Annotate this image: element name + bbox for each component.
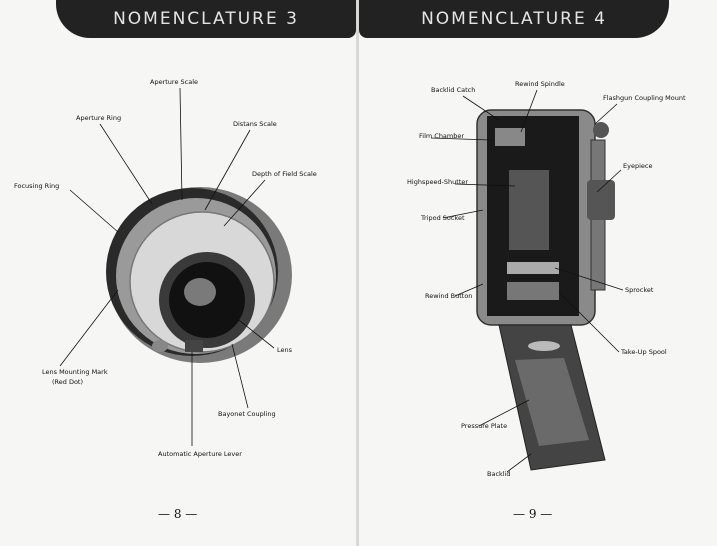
label-bayonet-coupling: Bayonet Coupling [218, 410, 276, 418]
label-red-dot: (Red Dot) [52, 378, 84, 386]
shutter-curtain [509, 170, 549, 250]
label-aperture-ring: Aperture Ring [76, 114, 122, 122]
lens-mount-lug [152, 340, 168, 352]
label-sprocket: Sprocket [625, 286, 654, 294]
label-lens: Lens [277, 346, 293, 354]
right-leader-lines [430, 89, 624, 473]
book-spine [356, 0, 359, 546]
backlid-badge [528, 341, 560, 351]
label-take-up-spool: Take-Up Spool [621, 348, 667, 356]
label-lens-mounting-mark: Lens Mounting Mark [42, 368, 108, 376]
label-flashgun-coupling-mount: Flashgun Coupling Mount [603, 94, 686, 102]
left-page-title-tab: NOMENCLATURE 3 [56, 0, 356, 38]
eyepiece-shape [587, 180, 615, 220]
right-page-title-tab: NOMENCLATURE 4 [359, 0, 669, 38]
label-distance-scale: Distans Scale [233, 120, 277, 128]
label-eyepiece: Eyepiece [623, 162, 653, 170]
take-up-spool-roller [507, 282, 559, 300]
label-automatic-aperture-lever: Automatic Aperture Lever [158, 450, 242, 458]
label-depth-of-field-scale: Depth of Field Scale [252, 170, 317, 178]
rewind-spindle-area [495, 128, 525, 146]
label-aperture-scale: Aperture Scale [150, 78, 198, 86]
right-page-title: NOMENCLATURE 4 [421, 9, 607, 29]
label-rewind-button: Rewind Button [425, 292, 473, 300]
left-page-title: NOMENCLATURE 3 [113, 9, 299, 29]
label-backlid: Backlid [487, 470, 511, 478]
right-page: NOMENCLATURE 4 Ba [359, 0, 717, 546]
lens-reflection [184, 278, 216, 306]
label-pressure-plate: Pressure Plate [461, 422, 508, 430]
camera-back-illustration [430, 89, 624, 473]
left-page-number: — 8 — [158, 507, 198, 521]
left-leader-lines [59, 87, 275, 446]
label-film-chamber: Film Chamber [419, 132, 465, 140]
label-focusing-ring: Focusing Ring [14, 182, 60, 190]
label-backlid-catch: Backlid Catch [431, 86, 476, 94]
label-tripod-socket: Tripod Socket [421, 214, 465, 222]
flashgun-mount-shape [593, 122, 609, 138]
left-page: NOMENCLATURE 3 Aperture Scale Aperture R… [0, 0, 356, 546]
lens-illustration [59, 87, 292, 446]
pressure-plate-shape [515, 358, 589, 446]
label-high-speed-shutter: Highspeed-Shutter [407, 178, 469, 186]
sprocket-roller [507, 262, 559, 274]
label-rewind-spindle: Rewind Spindle [515, 80, 565, 88]
aperture-lever-shape [185, 340, 203, 352]
right-page-number: — 9 — [513, 507, 553, 521]
